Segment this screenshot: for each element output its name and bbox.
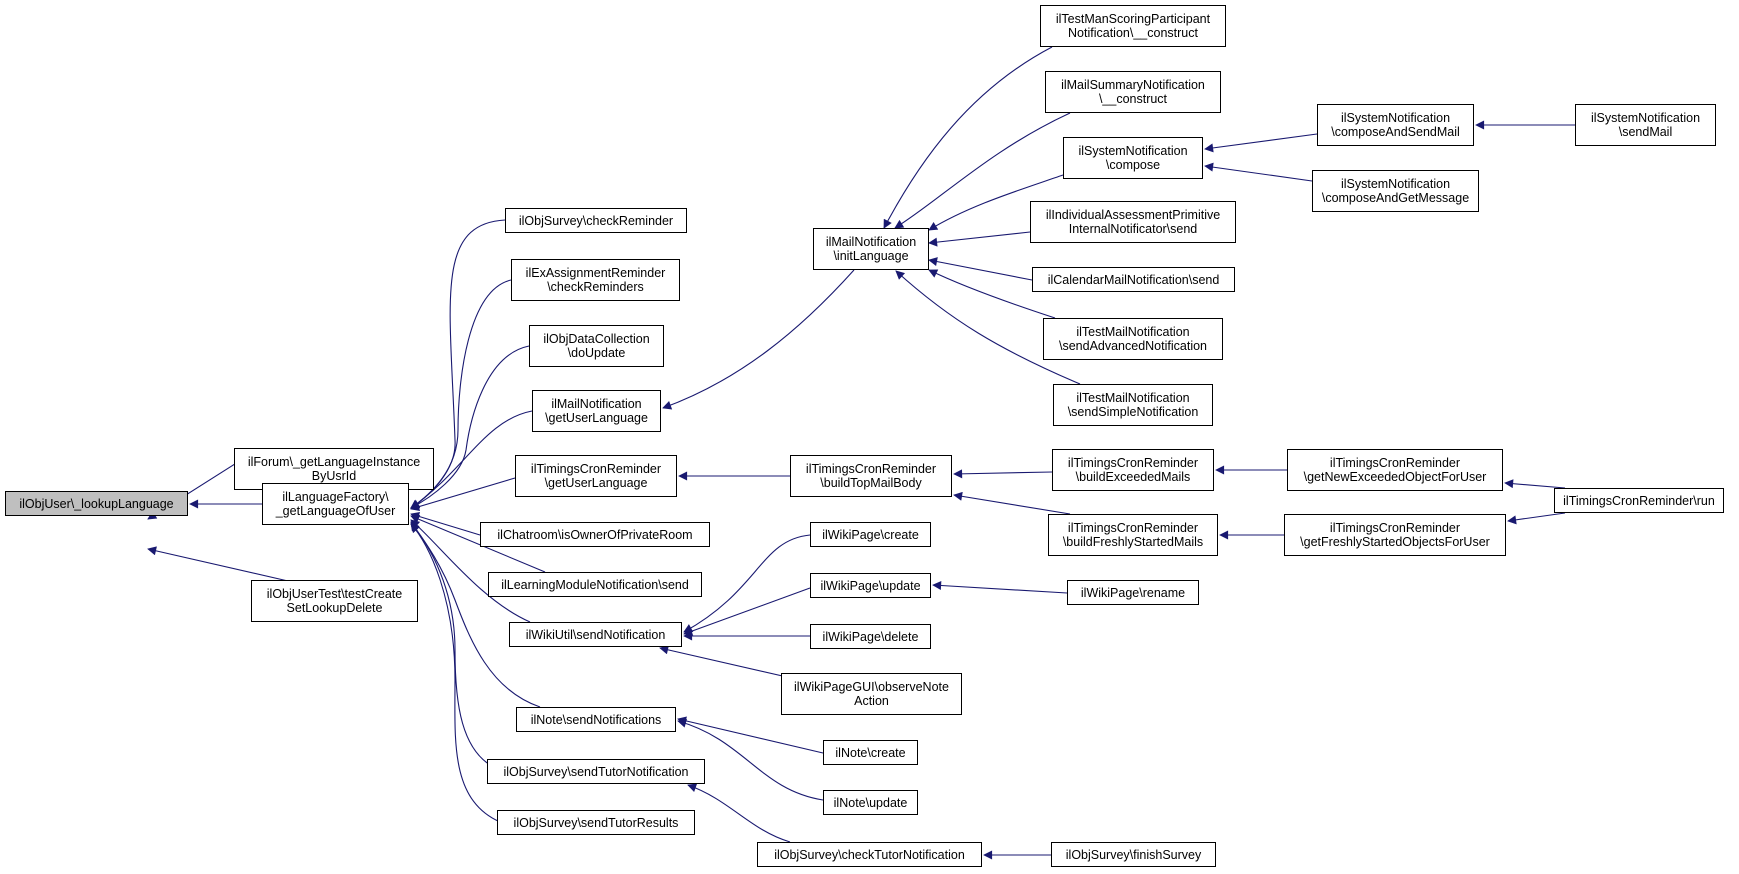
- node-wikipage-rename[interactable]: ilWikiPage\rename: [1067, 580, 1199, 605]
- node-survey-checktutornotif[interactable]: ilObjSurvey\checkTutorNotification: [757, 842, 982, 867]
- node-wikipage-delete[interactable]: ilWikiPage\delete: [810, 624, 931, 649]
- node-wikiutil-sendnotif[interactable]: ilWikiUtil\sendNotification: [509, 622, 682, 647]
- edge-note-sendnotifs: [410, 521, 541, 708]
- edge-testman-scoring-construct: [883, 46, 1053, 229]
- node-root[interactable]: ilObjUser\_lookupLanguage: [5, 491, 188, 516]
- node-timings-getuserlang[interactable]: ilTimingsCronReminder \getUserLanguage: [515, 455, 677, 497]
- edge-survey-sendtutornotif: [410, 523, 501, 771]
- edge-note-create: [677, 716, 824, 754]
- node-sysnotif-composeandsend[interactable]: ilSystemNotification \composeAndSendMail: [1317, 104, 1474, 146]
- node-note-create[interactable]: ilNote\create: [823, 740, 918, 765]
- edge-sysnotif-composeandget: [1204, 162, 1313, 182]
- edge-testmail-sendsimple: [895, 270, 1081, 385]
- node-exassign-checkreminders[interactable]: ilExAssignmentReminder \checkReminders: [511, 259, 680, 301]
- node-survey-checkreminder[interactable]: ilObjSurvey\checkReminder: [505, 208, 687, 233]
- node-sysnotif-compose[interactable]: ilSystemNotification \compose: [1063, 137, 1203, 179]
- edge-lm-notif-send: [410, 514, 546, 573]
- edge-testmail-sendadvanced: [928, 269, 1056, 319]
- edge-usertest: [147, 546, 289, 582]
- node-timings-getnewexceeded[interactable]: ilTimingsCronReminder \getNewExceededObj…: [1287, 449, 1503, 491]
- node-note-update[interactable]: ilNote\update: [823, 790, 918, 815]
- edge-wikipage-create: [683, 534, 811, 633]
- edge-sysnotif-compose: [928, 174, 1064, 231]
- node-mailsummary-construct[interactable]: ilMailSummaryNotification \__construct: [1045, 71, 1221, 113]
- node-timings-buildtopmailbody[interactable]: ilTimingsCronReminder \buildTopMailBody: [790, 455, 952, 497]
- node-sysnotif-composeandget[interactable]: ilSystemNotification \composeAndGetMessa…: [1312, 170, 1479, 212]
- node-timings-getfreshly[interactable]: ilTimingsCronReminder \getFreshlyStarted…: [1284, 514, 1506, 556]
- edge-note-update: [677, 718, 824, 801]
- node-calmail-send[interactable]: ilCalendarMailNotification\send: [1032, 267, 1235, 292]
- edge-wikipage-rename: [932, 580, 1068, 594]
- node-testmail-sendsimple[interactable]: ilTestMailNotification \sendSimpleNotifi…: [1053, 384, 1213, 426]
- node-sysnotif-sendmail[interactable]: ilSystemNotification \sendMail: [1575, 104, 1716, 146]
- edge-wikipagegui-observe: [659, 645, 801, 681]
- node-wikipage-update[interactable]: ilWikiPage\update: [810, 573, 931, 598]
- node-survey-sendtutorresults[interactable]: ilObjSurvey\sendTutorResults: [497, 810, 695, 835]
- edge-wikipage-update: [683, 587, 811, 636]
- node-indassess-send[interactable]: ilIndividualAssessmentPrimitive Internal…: [1030, 201, 1236, 243]
- edge-timings-buildexceeded: [953, 469, 1053, 479]
- node-testman-scoring-construct[interactable]: ilTestManScoringParticipant Notification…: [1040, 5, 1226, 47]
- node-usertest[interactable]: ilObjUserTest\testCreate SetLookupDelete: [251, 580, 418, 622]
- node-wikipage-create[interactable]: ilWikiPage\create: [810, 522, 931, 547]
- edge-calmail-send: [928, 257, 1033, 281]
- node-wikipagegui-observe[interactable]: ilWikiPageGUI\observeNote Action: [781, 673, 962, 715]
- node-langfactory[interactable]: ilLanguageFactory\ _getLanguageOfUser: [262, 483, 409, 525]
- node-mailnotif-getuserlang[interactable]: ilMailNotification \getUserLanguage: [532, 390, 661, 432]
- edge-timings-run-exceeded: [1504, 479, 1566, 489]
- edge-timings-getuserlang: [410, 477, 516, 511]
- edge-chatroom-isowner: [410, 512, 481, 536]
- node-survey-finishsurvey[interactable]: ilObjSurvey\finishSurvey: [1051, 842, 1216, 867]
- node-testmail-sendadvanced[interactable]: ilTestMailNotification \sendAdvancedNoti…: [1043, 318, 1223, 360]
- node-timings-run[interactable]: ilTimingsCronReminder\run: [1554, 488, 1724, 513]
- node-lm-notif-send[interactable]: ilLearningModuleNotification\send: [488, 572, 702, 597]
- edge-survey-checktutornotif: [687, 783, 791, 843]
- edge-survey-sendtutorresults: [410, 523, 501, 823]
- edge-timings-run-freshly: [1507, 512, 1566, 525]
- node-chatroom-isowner[interactable]: ilChatroom\isOwnerOfPrivateRoom: [480, 522, 710, 547]
- node-mailnotif-initlang[interactable]: ilMailNotification \initLanguage: [813, 228, 929, 270]
- edge-wikiutil-sendnotif: [410, 519, 531, 623]
- node-timings-buildexceeded[interactable]: ilTimingsCronReminder \buildExceededMail…: [1052, 449, 1214, 491]
- node-note-sendnotifs[interactable]: ilNote\sendNotifications: [516, 707, 676, 732]
- node-timings-buildfreshly[interactable]: ilTimingsCronReminder \buildFreshlyStart…: [1048, 514, 1218, 556]
- edge-timings-buildfreshly: [953, 491, 1071, 515]
- edge-sysnotif-composeandsend: [1204, 133, 1318, 153]
- node-survey-sendtutornotif[interactable]: ilObjSurvey\sendTutorNotification: [487, 759, 705, 784]
- edge-indassess-send: [928, 231, 1031, 247]
- edge-mailsummary-construct: [894, 112, 1071, 229]
- edge-mailnotif-initlang: [662, 269, 855, 410]
- edge-mailnotif-getuserlang: [410, 410, 533, 509]
- node-datacollection-doupdate[interactable]: ilObjDataCollection \doUpdate: [529, 325, 664, 367]
- edge-datacollection-doupdate: [410, 345, 530, 509]
